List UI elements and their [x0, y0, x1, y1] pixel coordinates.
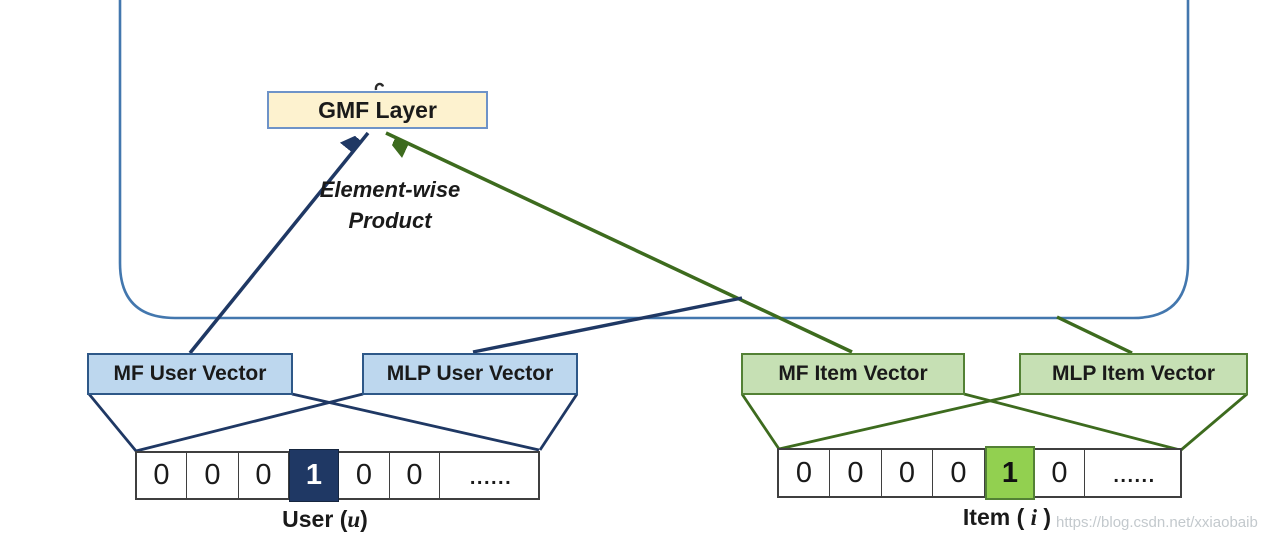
mlp-user-connector-line: [472, 296, 743, 354]
item-symbol: i: [1030, 505, 1038, 530]
elementwise-product-label: Element-wise Product: [278, 174, 502, 236]
onehot-ellipsis-cell: ......: [1113, 464, 1156, 487]
fan-line-mf-user-left: [87, 393, 138, 452]
fan-line-mlp-item-right: [1180, 392, 1248, 452]
onehot-cell: 0: [882, 450, 933, 496]
mlp-item-vector-box: MLP Item Vector: [1019, 353, 1248, 395]
onehot-ellipsis-cell: ......: [469, 467, 513, 489]
cropped-glyph-fragment: [374, 82, 385, 91]
mlp-user-vector-box: MLP User Vector: [362, 353, 578, 395]
fan-line-mlp-item-left: [778, 392, 1021, 451]
onehot-cell: 0: [1035, 450, 1085, 496]
mf-item-vector-box: MF Item Vector: [741, 353, 965, 395]
mf-user-vector-box: MF User Vector: [87, 353, 293, 395]
onehot-cell: 0: [933, 450, 985, 496]
item-caption-suffix: ): [1037, 504, 1052, 530]
gmf-layer-box: GMF Layer: [267, 91, 488, 129]
item-caption-prefix: Item (: [962, 504, 1031, 530]
mf-item-vector-label: MF Item Vector: [778, 362, 928, 385]
watermark: https://blog.csdn.net/xxiaobaib: [1056, 514, 1258, 531]
onehot-cell: 0: [137, 453, 187, 498]
fan-line-mf-item-left: [740, 393, 781, 450]
onehot-cell: 0: [187, 453, 239, 498]
mlp-user-vector-label: MLP User Vector: [386, 362, 554, 385]
fan-line-mf-item-right: [963, 392, 1181, 452]
mf-user-vector-label: MF User Vector: [113, 362, 267, 385]
elementwise-line2: Product: [348, 208, 432, 233]
elementwise-line1: Element-wise: [319, 177, 461, 202]
item-onehot-row: 0 0 0 0 1 0 ......: [777, 446, 1182, 500]
mf-item-to-gmf-arrow: [385, 131, 853, 354]
user-caption-prefix: User (: [282, 506, 348, 532]
fan-line-mlp-user-left: [135, 392, 364, 453]
user-caption-suffix: ): [360, 506, 368, 532]
item-onehot-hot-cell: 1: [985, 446, 1035, 500]
onehot-cell: 0: [779, 450, 830, 496]
onehot-cell: 0: [239, 453, 289, 498]
user-onehot-row: 0 0 0 1 0 0 ......: [135, 449, 540, 502]
mf-user-to-gmf-arrow: [188, 133, 370, 355]
item-caption: Item ( i ): [907, 504, 1107, 531]
neural-cf-frame: [118, 0, 1190, 320]
user-symbol: u: [347, 507, 361, 532]
fan-line-mf-user-right: [291, 392, 540, 452]
onehot-cell: 0: [830, 450, 882, 496]
mlp-item-vector-label: MLP Item Vector: [1052, 362, 1215, 385]
onehot-cell: 0: [390, 453, 440, 498]
fan-line-mlp-user-right: [538, 393, 579, 451]
mlp-item-connector-line: [1056, 315, 1133, 355]
onehot-cell: 0: [339, 453, 390, 498]
gmf-layer-label: GMF Layer: [318, 96, 437, 123]
user-onehot-hot-cell: 1: [289, 449, 339, 502]
user-caption: User (u): [225, 506, 425, 533]
